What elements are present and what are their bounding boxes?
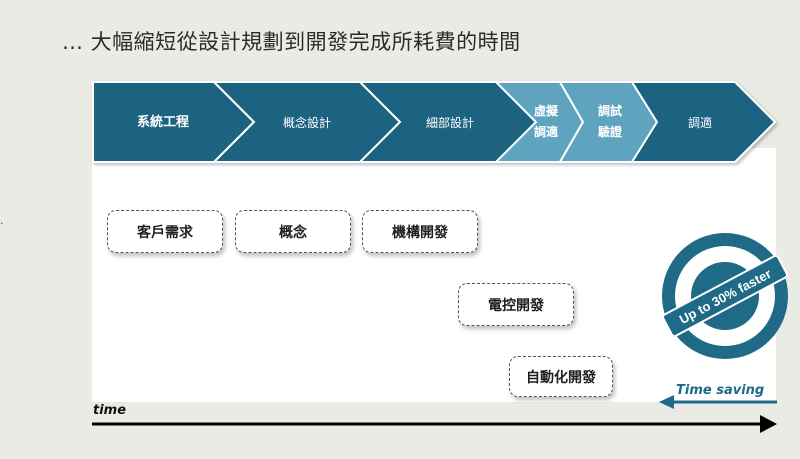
time-axis-label: time [93, 403, 127, 418]
task-concept: 概念 [235, 210, 351, 253]
time-axis-arrowhead [760, 415, 777, 433]
time-saving-arrowhead [659, 395, 674, 409]
stage-label-line: 驗證 [597, 125, 622, 139]
stage-label-line: 調適 [533, 125, 558, 139]
speed-badge: Up to 30% faster [662, 233, 788, 359]
stage-label-commissioning: 調適 [687, 116, 712, 130]
task-automation-development: 自動化開發 [509, 356, 613, 397]
stage-label-line: 調試 [597, 104, 622, 118]
left-edge-marker: . [0, 214, 4, 227]
stage-label-test-verification: 調試 驗證 [590, 101, 630, 143]
content-panel [92, 148, 776, 402]
stage-label-line: 虛擬 [533, 104, 558, 118]
time-saving-label: Time saving [676, 383, 765, 398]
page-title: … 大幅縮短從設計規劃到開發完成所耗費的時間 [62, 30, 521, 54]
stage-label-virtual-commissioning: 虛擬 調適 [526, 101, 566, 143]
task-customer-requirements: 客戶需求 [107, 210, 223, 253]
stage-label-detail-design: 細部設計 [425, 116, 474, 130]
stage-chevron-commissioning [630, 81, 777, 163]
stage-label-system-engineering: 系統工程 [136, 115, 189, 130]
task-electrical-development: 電控開發 [458, 283, 574, 326]
stage-label-concept-design: 概念設計 [282, 116, 331, 130]
task-mechanical-development: 機構開發 [362, 210, 478, 253]
